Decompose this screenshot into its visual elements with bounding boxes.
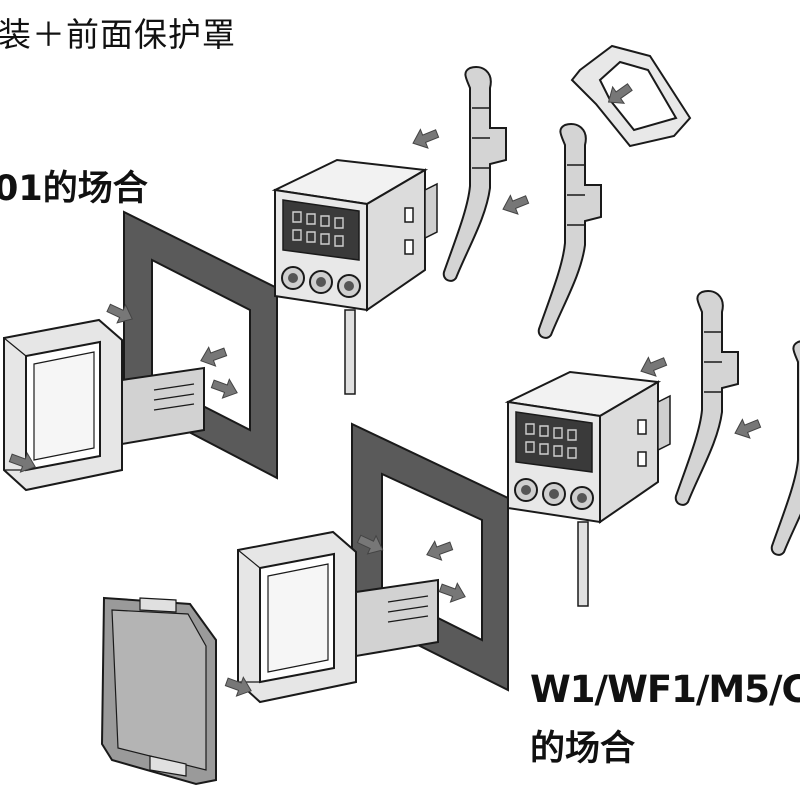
arrow-icon — [422, 535, 456, 565]
case-a-assembly — [3, 44, 692, 491]
front-protective-cover — [100, 596, 217, 786]
case-b-label-line2: 的场合 — [530, 729, 636, 769]
case-a-bracket-1 — [442, 65, 507, 282]
case-b-bracket-1 — [674, 289, 739, 506]
case-b-frame — [237, 531, 439, 703]
case-a-bracket-2 — [537, 122, 602, 339]
arrow-icon — [208, 373, 242, 403]
arrow-icon — [436, 577, 470, 607]
case-a-sensor — [274, 159, 438, 395]
arrow-icon — [196, 341, 230, 371]
case-a-cover-bracket — [570, 44, 692, 148]
page-title: 装＋前面保护罩 — [0, 15, 236, 54]
case-b-assembly — [100, 289, 800, 786]
arrow-icon — [730, 413, 764, 444]
arrow-icon — [408, 123, 442, 154]
arrow-icon — [498, 189, 532, 220]
case-b-label-line1: W1/WF1/M5/C — [530, 668, 800, 711]
case-b-sensor — [507, 371, 671, 607]
case-a-label: 01的场合 — [0, 169, 148, 209]
case-b-bracket-2 — [770, 339, 800, 556]
arrow-icon — [636, 351, 670, 382]
